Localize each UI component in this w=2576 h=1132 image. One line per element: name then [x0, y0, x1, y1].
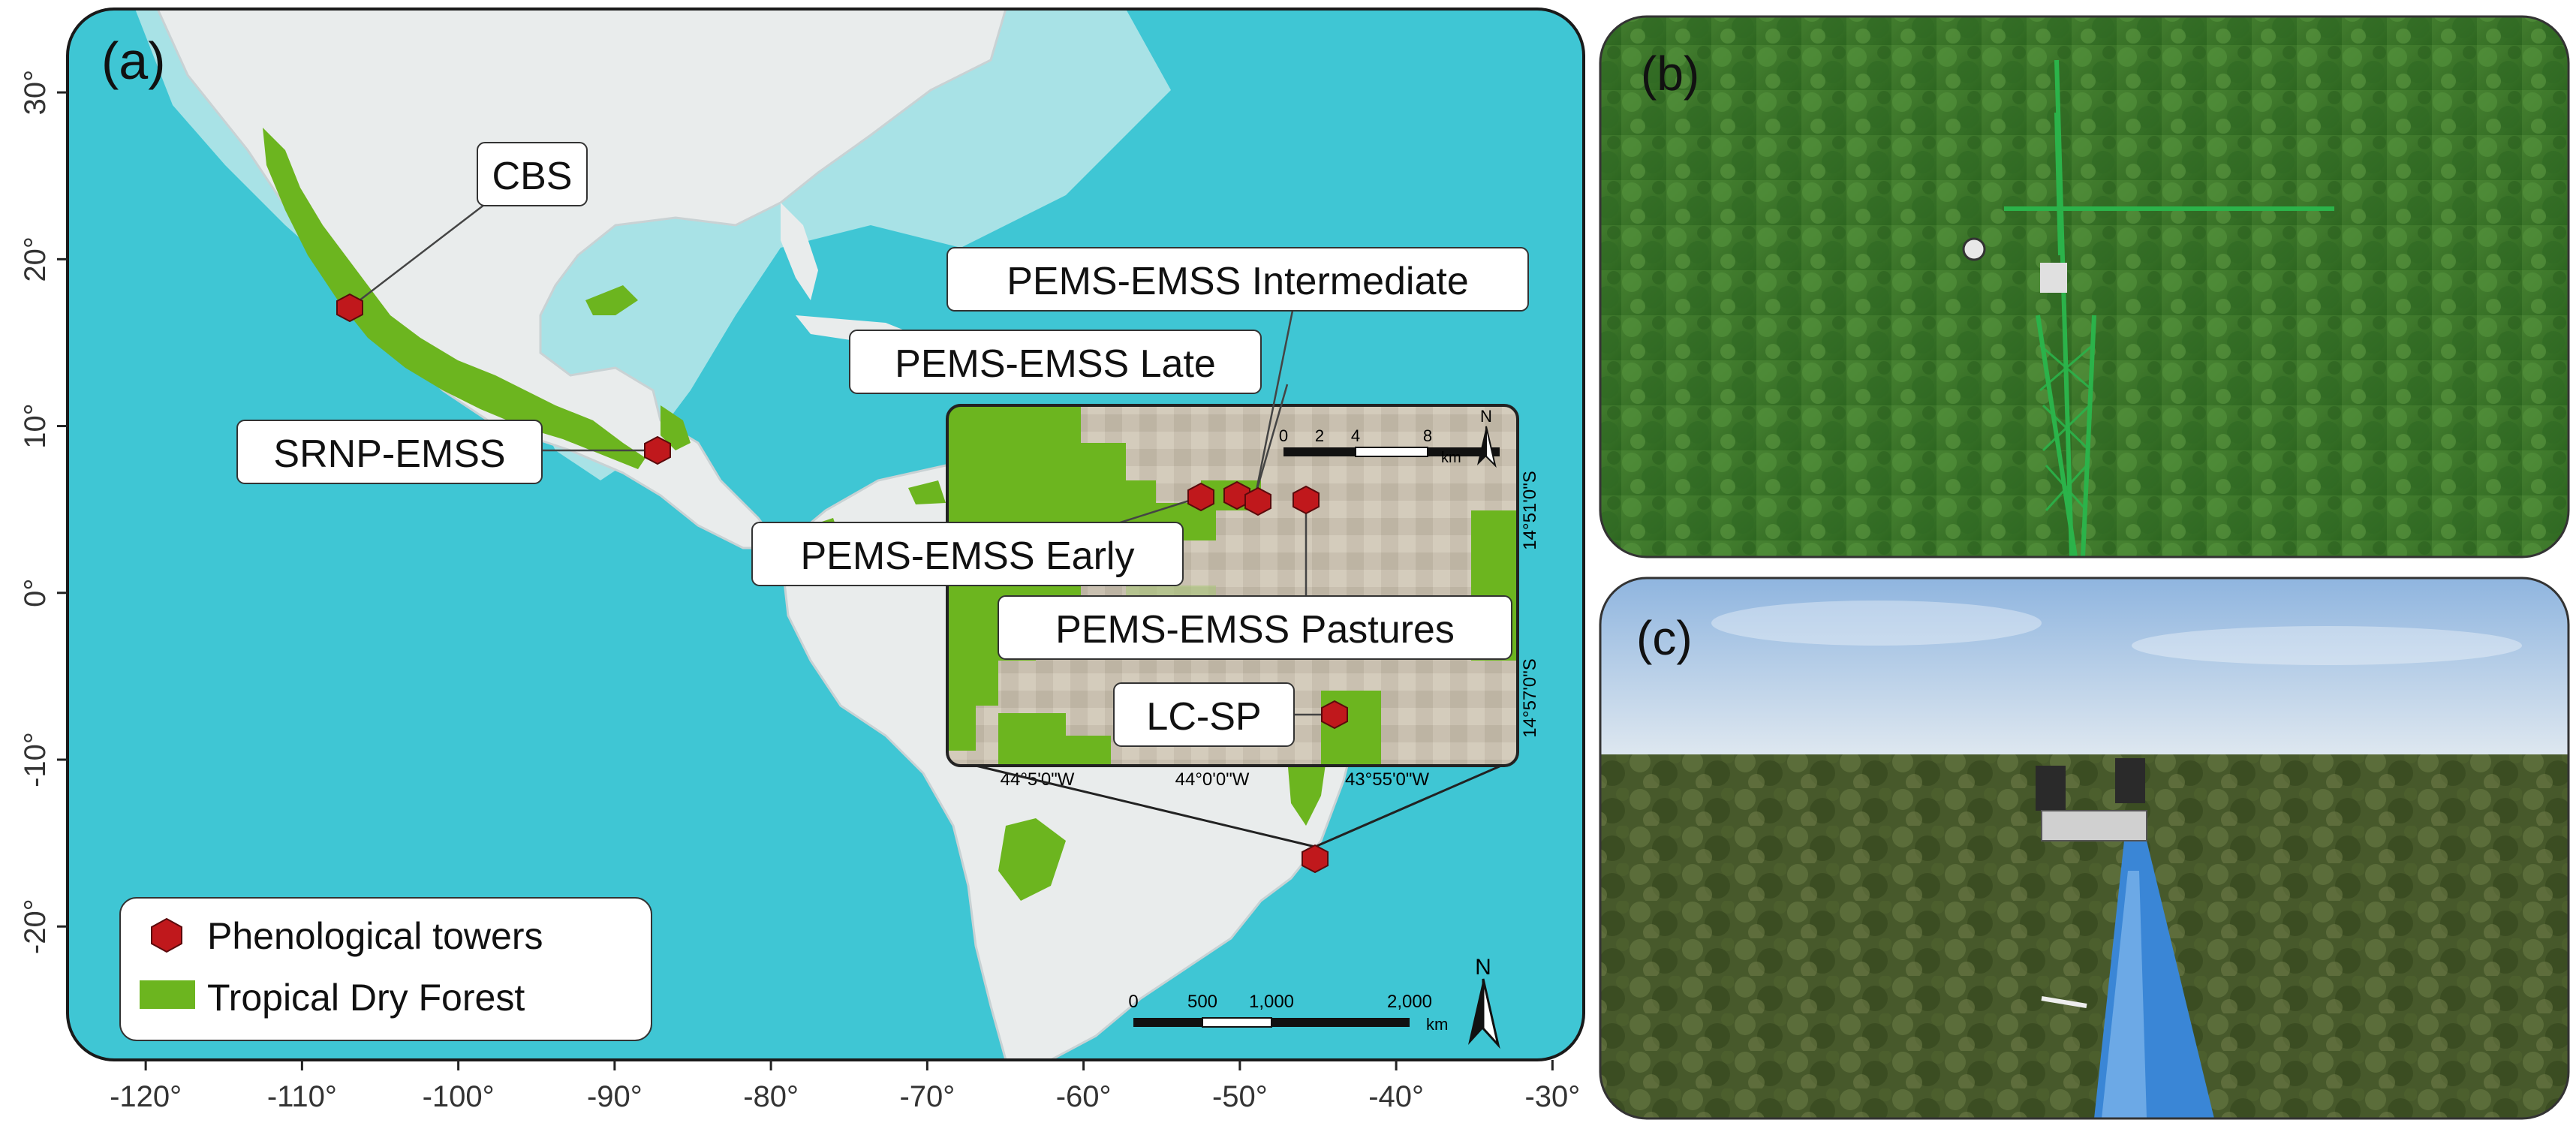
- x-tick-label: -40°: [1368, 1080, 1424, 1113]
- site-label-lcsp: LC-SP: [1146, 695, 1261, 739]
- site-label-intermediate: PEMS-EMSS Intermediate: [1007, 260, 1469, 303]
- photo-panel-b: (b): [1599, 15, 2570, 558]
- panel-a-label: (a): [101, 32, 166, 90]
- site-labels: CBS SRNP-EMSS PEMS-EMSS Intermediate PEM…: [236, 142, 1529, 747]
- y-tick-label: -10°: [19, 732, 52, 787]
- inset-scale-bar-a: [1283, 447, 1356, 456]
- legend-forest-swatch: [140, 980, 195, 1009]
- tower-srnp-icon: [644, 435, 671, 465]
- inset-forest-2: [998, 510, 1518, 766]
- florida-land: [781, 203, 818, 300]
- dry-forest-bolivia: [998, 818, 1066, 901]
- north-arrow-icon-half: [1482, 978, 1500, 1049]
- inset-north-arrow-icon-half: [1485, 426, 1497, 468]
- x-tick-label: -70°: [899, 1080, 955, 1113]
- inset-x-tick-2: 43°55'0"W: [1345, 769, 1429, 790]
- caribbean-islands: [796, 315, 1066, 372]
- radiometer-left-icon: [2036, 766, 2066, 811]
- dry-forest-central: [661, 405, 691, 450]
- radiometer-right-icon: [2115, 758, 2145, 803]
- panel-c-label: (c): [1636, 611, 1693, 665]
- tower-pastures-icon: [1293, 485, 1320, 515]
- x-tick-label: -30°: [1524, 1080, 1580, 1113]
- x-tick-label: -60°: [1056, 1080, 1112, 1113]
- tower-intermediate-icon: [1244, 486, 1271, 516]
- y-tick-label: 0°: [19, 579, 52, 607]
- north-arrow-icon: [1468, 979, 1483, 1045]
- tower-lcsp-icon: [1321, 700, 1348, 730]
- inset-north-arrow-icon: [1477, 426, 1486, 465]
- x-tick-label: -90°: [587, 1080, 642, 1113]
- inset-y-tick-0: 14°51'0"S: [1520, 471, 1540, 549]
- dry-forest-mexico: [263, 128, 646, 469]
- x-tick-label: -100°: [423, 1080, 495, 1113]
- inset-forest: [947, 405, 1261, 751]
- inset-north-label: N: [1480, 407, 1492, 426]
- tower-markers: [336, 293, 1348, 874]
- inset-zoom-line-left: [975, 764, 1316, 848]
- map-frame: [66, 8, 1585, 1061]
- scale-tick-2000: 2,000: [1387, 992, 1432, 1012]
- x-tick-label: -80°: [743, 1080, 799, 1113]
- tower-cbs-icon: [336, 293, 363, 323]
- tower-brazil-icon: [1302, 844, 1329, 874]
- y-tick-label: 20°: [19, 236, 52, 282]
- legend: Phenological towers Tropical Dry Forest: [119, 897, 652, 1041]
- site-label-pastures: PEMS-EMSS Pastures: [1055, 608, 1455, 652]
- legend-tower-label: Phenological towers: [207, 915, 543, 957]
- y-tick-label: 10°: [19, 403, 52, 449]
- north-arrow: N: [1468, 955, 1500, 1049]
- tower-early-icon: [1187, 482, 1214, 512]
- scale-tick-500: 500: [1187, 992, 1217, 1012]
- sky: [1600, 578, 2568, 758]
- inset-zoom-line-right: [1314, 764, 1502, 848]
- flux-tower-icon: [2004, 59, 2334, 557]
- x-tick-label: -50°: [1212, 1080, 1268, 1113]
- site-label-late: PEMS-EMSS Late: [895, 342, 1216, 386]
- sensor-box-icon: [2040, 263, 2067, 293]
- panel-b-label: (b): [1641, 47, 1699, 101]
- x-axis: -120° -110° -100° -90° -80° -70° -60° -50° -40° -…: [110, 1060, 1580, 1113]
- inset-scale-tick-4: 4: [1351, 426, 1360, 445]
- inset-scale-bar-b: [1355, 447, 1428, 457]
- scale-tick-1000: 1,000: [1249, 992, 1294, 1012]
- site-label-srnp: SRNP-EMSS: [273, 432, 505, 476]
- scale-unit: km: [1426, 1015, 1448, 1034]
- site-label-early: PEMS-EMSS Early: [801, 534, 1135, 578]
- x-tick-label: -110°: [267, 1080, 337, 1113]
- inset-scale-tick-8: 8: [1423, 426, 1432, 445]
- leader-lines: [349, 179, 1335, 716]
- x-tick-label: -120°: [110, 1080, 182, 1113]
- y-axis: 30° 20° 10° 0° -10° -20°: [19, 70, 68, 954]
- tower-late-icon: [1223, 480, 1250, 510]
- legend-tower-icon: [151, 917, 182, 953]
- dry-forest-yucatan: [585, 285, 638, 315]
- y-tick-label: -20°: [19, 899, 52, 954]
- inset-x-tick-1: 44°0'0"W: [1175, 769, 1250, 790]
- inset-y-tick-1: 14°57'0"S: [1520, 658, 1540, 737]
- y-tick-label: 30°: [19, 70, 52, 116]
- north-label: N: [1475, 955, 1491, 980]
- inset-scale-tick-0: 0: [1279, 426, 1288, 445]
- inset-scale-unit: km: [1441, 450, 1461, 466]
- scale-tick-0: 0: [1128, 992, 1138, 1012]
- site-label-cbs: CBS: [492, 155, 573, 198]
- sensor-icon: [1962, 237, 1986, 261]
- inset-scale-tick-2: 2: [1315, 426, 1324, 445]
- photo-panel-c: (c): [1599, 577, 2570, 1120]
- legend-forest-label: Tropical Dry Forest: [207, 977, 525, 1019]
- scale-bar: 0 500 1,000 2,000 km: [1128, 992, 1448, 1034]
- map-panel-a: -120° -110° -100° -90° -80° -70° -60° -50° -40° -…: [19, 8, 1585, 1113]
